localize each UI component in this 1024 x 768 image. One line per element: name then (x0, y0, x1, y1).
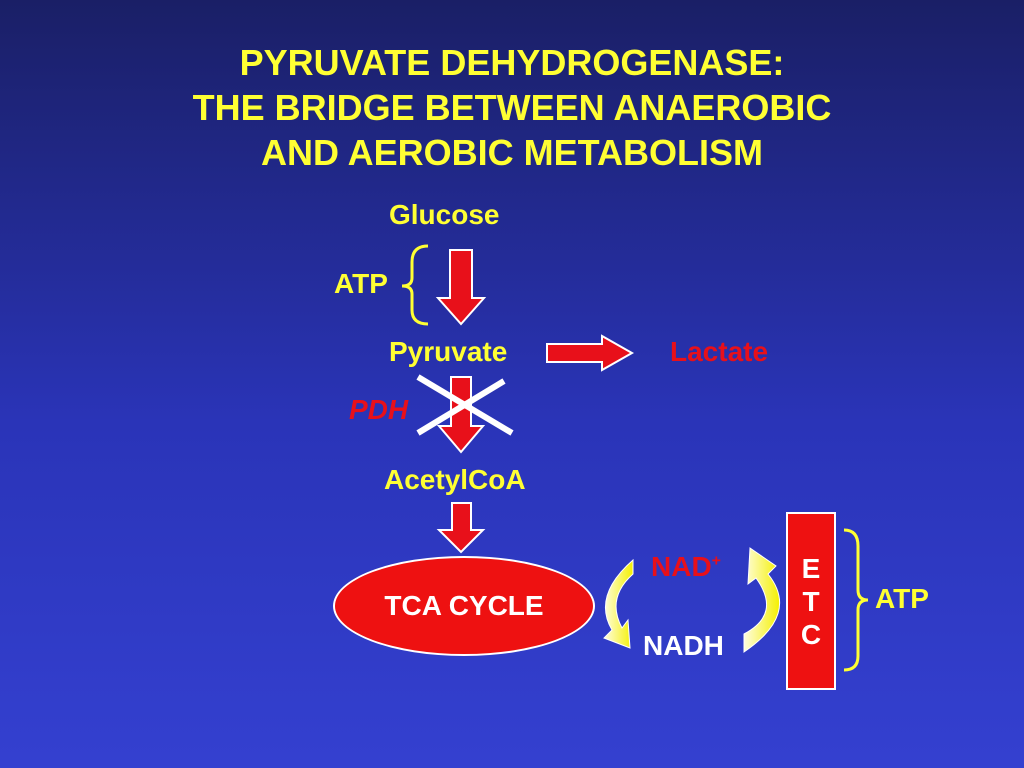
etc-box: E T C (786, 512, 836, 690)
label-pyruvate: Pyruvate (389, 336, 508, 367)
label-nad-superscript: + (711, 552, 722, 570)
label-nadh: NADH (643, 630, 724, 661)
arrow-glucose-pyruvate (435, 249, 487, 326)
arrow-pyruvate-lactate (546, 334, 635, 372)
cycle-arrow-right (743, 547, 781, 653)
etc-letter-e: E (801, 552, 821, 584)
arrow-pyruvate-acetylcoa (436, 376, 486, 454)
cycle-arrow-left (603, 558, 634, 649)
atp-brace-top (401, 244, 429, 326)
arrow-acetylcoa-tca (436, 502, 486, 554)
etc-letter-t: T (802, 585, 820, 617)
label-atp-top: ATP (334, 268, 388, 299)
label-lactate: Lactate (670, 336, 769, 367)
pdh-blocked-x-icon (416, 374, 514, 436)
label-nad-plus: NAD+ (651, 551, 721, 583)
label-pdh: PDH (349, 394, 409, 425)
title-line-2: THE BRIDGE BETWEEN ANAEROBIC (192, 87, 832, 128)
label-tca-cycle: TCA CYCLE (384, 590, 544, 621)
label-nad: NAD (651, 551, 712, 582)
etc-letter-c: C (800, 618, 822, 650)
tca-cycle-ellipse: TCA CYCLE (333, 556, 595, 656)
slide-title: PYRUVATE DEHYDROGENASE: THE BRIDGE BETWE… (0, 40, 1024, 175)
title-line-1: PYRUVATE DEHYDROGENASE: (239, 42, 785, 83)
atp-brace-right (843, 528, 869, 672)
title-line-3: AND AEROBIC METABOLISM (261, 132, 763, 173)
label-atp-right: ATP (875, 583, 929, 614)
label-glucose: Glucose (389, 199, 500, 230)
label-acetylcoa: AcetylCoA (384, 464, 526, 495)
